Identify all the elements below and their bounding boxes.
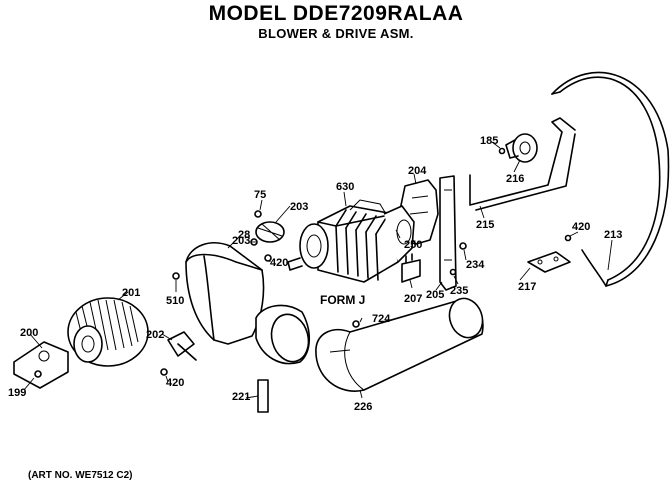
blower-wheel	[67, 297, 149, 367]
exhaust-duct	[315, 297, 484, 392]
screw-185	[498, 147, 506, 155]
page-subtitle: BLOWER & DRIVE ASM.	[258, 26, 414, 41]
screw-724	[352, 320, 360, 328]
label-215: 215	[476, 219, 494, 231]
art-number: (ART NO. WE7512 C2)	[28, 470, 133, 481]
page-title: MODEL DDE7209RALAA	[208, 2, 464, 25]
label-199: 199	[8, 387, 26, 399]
label-510: 510	[166, 295, 184, 307]
label-234: 234	[466, 259, 485, 271]
motor-switch	[401, 253, 421, 283]
idler-bracket	[527, 251, 571, 273]
label-75: 75	[254, 189, 266, 201]
label-221: 221	[232, 391, 250, 403]
label-420a: 420	[166, 377, 184, 389]
screw-420b	[264, 254, 272, 262]
idler-pulley	[505, 133, 538, 163]
label-200: 200	[20, 327, 38, 339]
drive-belt	[551, 71, 670, 287]
label-217: 217	[518, 281, 536, 293]
drive-motor	[287, 199, 415, 283]
label-235: 235	[450, 285, 468, 297]
leader-lines	[23, 141, 613, 399]
label-207: 207	[404, 293, 422, 305]
label-250: 250	[404, 239, 422, 251]
screw-235	[449, 268, 457, 276]
label-205: 205	[426, 289, 444, 301]
label-724: 724	[372, 313, 391, 325]
label-226: 226	[354, 401, 372, 413]
seal-strip	[257, 379, 269, 413]
motor-mount	[255, 221, 285, 243]
label-216: 216	[506, 173, 524, 185]
rear-bracket	[13, 341, 69, 389]
screw-420c	[564, 234, 572, 242]
label-203a: 203	[232, 235, 250, 247]
label-420c: 420	[572, 221, 590, 233]
screw-199	[34, 370, 42, 378]
idler-arm	[469, 117, 576, 211]
label-420b: 420	[270, 257, 288, 269]
label-185: 185	[480, 135, 498, 147]
label-203b: 203	[290, 201, 308, 213]
label-630: 630	[336, 181, 354, 193]
screw-510	[172, 272, 180, 280]
screw-234	[459, 242, 467, 250]
label-202: 202	[146, 329, 164, 341]
label-204: 204	[408, 165, 427, 177]
screw-75	[254, 210, 262, 218]
label-201: 201	[122, 287, 140, 299]
label-28: 28	[238, 229, 250, 241]
label-213: 213	[604, 229, 622, 241]
screw-420a	[160, 368, 168, 376]
wheel-clip	[167, 331, 197, 361]
blower-housing	[185, 242, 311, 365]
form-label: FORM J	[320, 293, 365, 307]
